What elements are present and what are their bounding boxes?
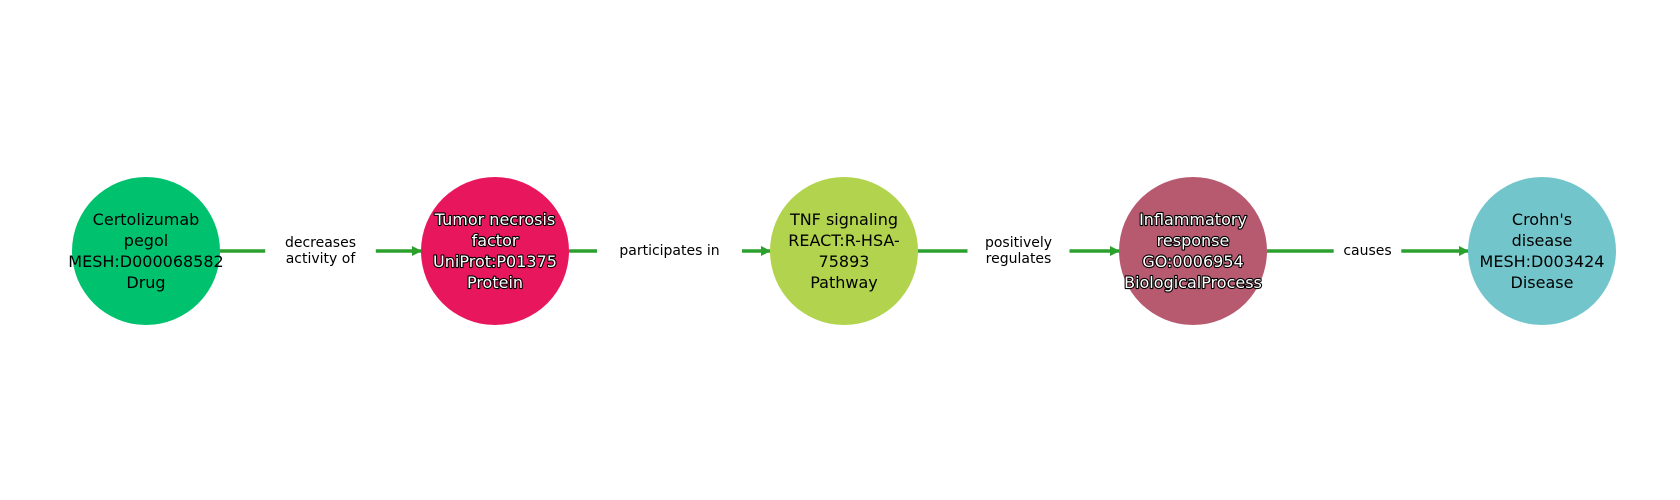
node-label: UniProt:P01375: [433, 252, 557, 271]
edge: participates in: [569, 243, 771, 259]
node-label: Inflammatory: [1139, 210, 1247, 229]
node-circle: [72, 177, 220, 325]
node-label: Certolizumab: [93, 210, 200, 229]
edge-label: decreases: [285, 235, 356, 251]
node-label: Protein: [467, 273, 523, 292]
node-label: Drug: [126, 273, 165, 292]
node-label: Disease: [1511, 273, 1574, 292]
node: Inflammatory responseGO:0006954Biological…: [1119, 177, 1267, 325]
node-label: MESH:D000068582: [68, 252, 223, 271]
edge-label: positively: [985, 235, 1052, 251]
node-circle: [421, 177, 569, 325]
node-circle: [1119, 177, 1267, 325]
edge-label: causes: [1343, 243, 1391, 259]
node-label: factor: [472, 231, 519, 250]
node-label: Pathway: [810, 273, 878, 292]
node-circle: [770, 177, 918, 325]
node-label: Crohn's: [1512, 210, 1572, 229]
node-label: response: [1157, 231, 1230, 250]
node-label: MESH:D003424: [1480, 252, 1605, 271]
node-label: TNF signaling: [789, 210, 898, 229]
node-label: 75893: [819, 252, 870, 271]
edge-label: regulates: [986, 251, 1052, 267]
node-label: disease: [1512, 231, 1573, 250]
node-label: GO:0006954: [1142, 252, 1243, 271]
node-label: BiologicalProcess: [1124, 273, 1262, 292]
node-circle: [1468, 177, 1616, 325]
edge-label: participates in: [619, 243, 719, 259]
edge: causes: [1267, 243, 1469, 259]
node-label: pegol: [124, 231, 168, 250]
node: Tumor necrosis factorUniProt:P01375Protei…: [421, 177, 569, 325]
edge-label: activity of: [286, 251, 357, 267]
node-label: Tumor necrosis: [434, 210, 555, 229]
node-label: REACT:R-HSA-: [788, 231, 900, 250]
